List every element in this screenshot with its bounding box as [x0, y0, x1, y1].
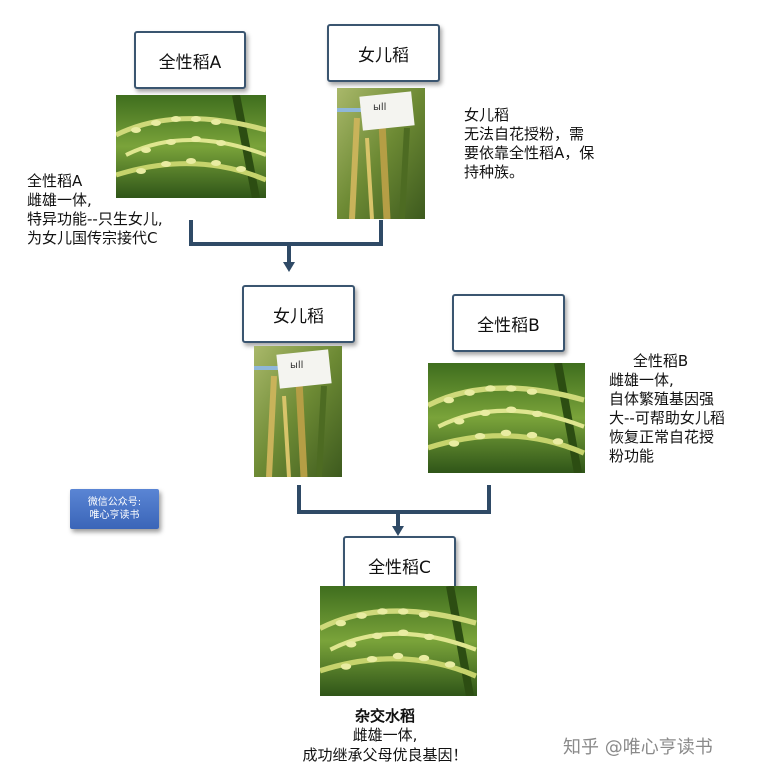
badge-line1: 微信公众号: [87, 497, 142, 508]
badge-line2: 唯心亨读书 [89, 510, 140, 521]
note-nuerdao: 女儿稻 无法自花授粉，需 要依靠全性稻A，保 持种族。 [464, 106, 595, 181]
rice-photo-nuerdao-mid: ыll [254, 346, 342, 477]
rice-photo-b [428, 363, 585, 473]
result-line2: 成功继承父母优良基因！ [302, 746, 468, 764]
tag-text: ыll [290, 360, 304, 371]
wechat-badge: 微信公众号: 唯心亨读书 [70, 489, 159, 529]
box-label: 全性稻A [158, 52, 222, 73]
result-title: 杂交水稻 [354, 707, 415, 725]
box-label: 女儿稻 [358, 45, 409, 66]
watermark: 知乎 @唯心亨读书 [563, 737, 713, 758]
tag-text: ыll [373, 102, 387, 113]
rice-photo-nuerdao-top: ыll [337, 88, 425, 219]
note-quanxingdao-a: 全性稻A 雌雄一体, 特异功能--只生女儿, 为女儿国传宗接代C [27, 172, 163, 247]
note-quanxingdao-b: 全性稻B 雌雄一体, 自体繁殖基因强 大--可帮助女儿稻 恢复正常自花授 粉功能 [609, 352, 725, 465]
box-nuerdao-mid: 女儿稻 [242, 285, 355, 343]
box-label: 全性稻B [477, 315, 540, 336]
rice-photo-c [320, 586, 477, 696]
box-label: 全性稻C [368, 557, 431, 578]
box-label: 女儿稻 [273, 306, 324, 327]
box-quanxingdao-a: 全性稻A [134, 31, 246, 89]
result-line1: 雌雄一体, [352, 726, 418, 744]
box-nuerdao-top: 女儿稻 [327, 24, 440, 82]
rice-photo-a [116, 95, 266, 198]
box-quanxingdao-b: 全性稻B [452, 294, 565, 352]
